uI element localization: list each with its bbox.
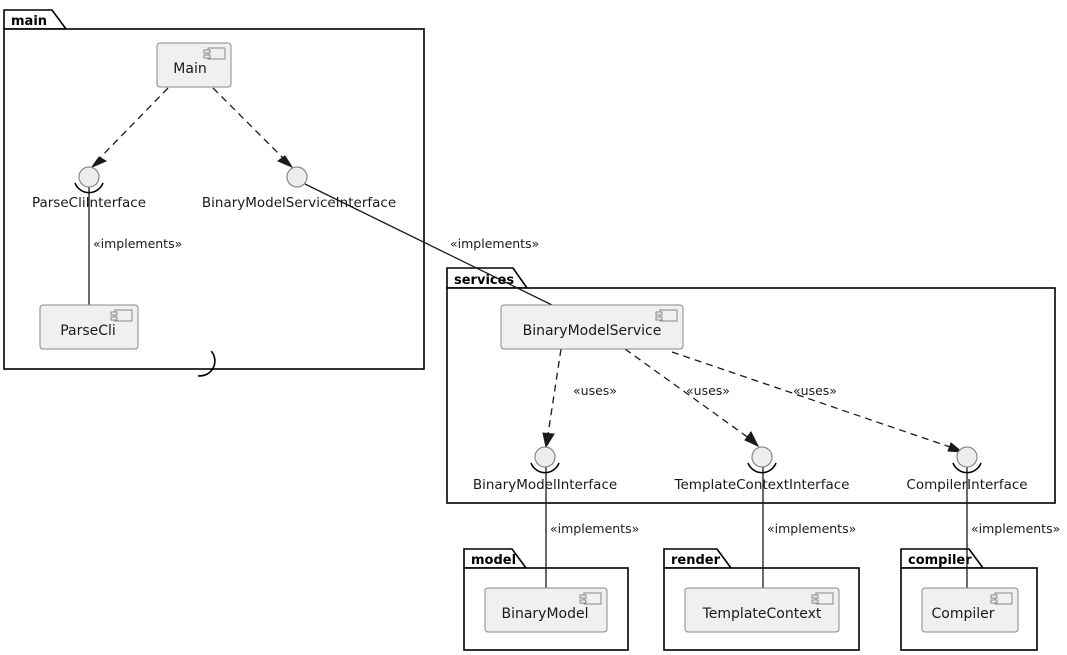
edge-parsecli-interface-to-parsecli: «implements» <box>88 187 182 305</box>
component-icon <box>110 309 133 322</box>
component-parsecli-label: ParseCli <box>60 323 116 339</box>
edge-binarymodelservice-to-templatecontext-interface: «uses» <box>624 348 760 448</box>
package-compiler-label: compiler <box>908 553 972 568</box>
edge-label-uses: «uses» <box>573 383 617 398</box>
edge-line <box>94 87 169 164</box>
interface-ball-icon <box>534 446 556 468</box>
edge-line <box>304 183 553 306</box>
component-main[interactable]: Main <box>156 42 232 88</box>
component-templatecontext[interactable]: TemplateContext <box>684 587 840 633</box>
component-compiler[interactable]: Compiler <box>921 587 1019 633</box>
component-icon <box>655 309 678 322</box>
interface-binarymodelservice-label: BinaryModelServiceInterface <box>202 195 396 211</box>
interface-parsecli[interactable]: ParseCliInterface <box>32 166 146 211</box>
edge-templatecontext-interface-to-templatecontext: «implements» <box>762 467 856 588</box>
interface-socket-icon <box>197 350 216 377</box>
package-model-label: model <box>471 553 516 568</box>
component-icon <box>203 47 226 60</box>
edge-label-implements: «implements» <box>767 521 856 536</box>
interface-templatecontext[interactable]: TemplateContextInterface <box>674 446 850 493</box>
component-binarymodel-box <box>484 587 608 633</box>
interface-socket-icon <box>74 182 104 194</box>
interface-binarymodel[interactable]: BinaryModelInterface <box>473 446 617 493</box>
component-parsecli[interactable]: ParseCli <box>39 304 139 350</box>
arrow-head-icon <box>744 431 760 448</box>
component-binarymodel-label: BinaryModel <box>501 606 588 622</box>
interface-ball-icon <box>78 166 100 188</box>
component-icon <box>579 592 602 605</box>
interface-compiler[interactable]: CompilerInterface <box>906 446 1028 493</box>
interface-parsecli-label: ParseCliInterface <box>32 195 146 211</box>
package-render-label: render <box>671 553 721 568</box>
component-binarymodelservice[interactable]: BinaryModelService <box>500 304 684 350</box>
edge-binarymodel-interface-to-binarymodel: «implements» <box>545 467 639 588</box>
component-icon <box>811 592 834 605</box>
component-icon <box>990 592 1013 605</box>
interface-binarymodelservice[interactable]: BinaryModelServiceInterface <box>197 166 396 380</box>
interface-socket-icon <box>747 462 777 474</box>
edge-compilerinterface-to-compiler: «implements» <box>966 467 1060 588</box>
component-compiler-label: Compiler <box>931 606 994 622</box>
component-binarymodelservice-box <box>500 304 684 350</box>
arrow-head-icon <box>276 155 294 169</box>
edge-label-uses: «uses» <box>686 383 730 398</box>
edge-binarymodelservice-to-binarymodel-interface: «uses» <box>542 348 617 449</box>
component-templatecontext-label: TemplateContext <box>702 606 822 622</box>
arrow-head-icon <box>947 442 964 453</box>
edge-main-to-binarymodelservice-interface <box>212 87 294 169</box>
component-binarymodelservice-label: BinaryModelService <box>523 323 662 339</box>
edge-line <box>624 348 754 442</box>
package-services-label: services <box>454 273 514 288</box>
interface-ball-icon <box>286 166 308 188</box>
edge-binarymodelservice-to-compilerinterface: «uses» <box>671 351 964 453</box>
edge-main-to-parsecli-interface <box>90 87 169 169</box>
interface-binarymodel-label: BinaryModelInterface <box>473 477 617 493</box>
interface-templatecontext-label: TemplateContextInterface <box>674 477 850 493</box>
component-main-label: Main <box>173 61 206 77</box>
interface-socket-icon <box>530 462 560 474</box>
component-binarymodel[interactable]: BinaryModel <box>484 587 608 633</box>
edge-binarymodelservice-interface-to-binarymodelservice: «implements» <box>304 183 553 306</box>
component-parsecli-box <box>39 304 139 350</box>
arrow-head-icon <box>90 156 108 169</box>
edge-line <box>671 351 957 450</box>
interface-ball-icon <box>956 446 978 468</box>
interface-ball-icon <box>751 446 773 468</box>
package-main-label: main <box>11 14 47 29</box>
interface-socket-icon <box>952 462 982 474</box>
component-compiler-box <box>921 587 1019 633</box>
edge-line <box>546 348 562 442</box>
interface-compiler-label: CompilerInterface <box>906 477 1027 493</box>
edge-label-implements: «implements» <box>450 236 539 251</box>
component-templatecontext-box <box>684 587 840 633</box>
edge-label-uses: «uses» <box>793 383 837 398</box>
arrow-head-icon <box>542 432 555 449</box>
edge-label-implements: «implements» <box>93 236 182 251</box>
edge-line <box>212 87 289 164</box>
edge-label-implements: «implements» <box>550 521 639 536</box>
edge-label-implements: «implements» <box>971 521 1060 536</box>
